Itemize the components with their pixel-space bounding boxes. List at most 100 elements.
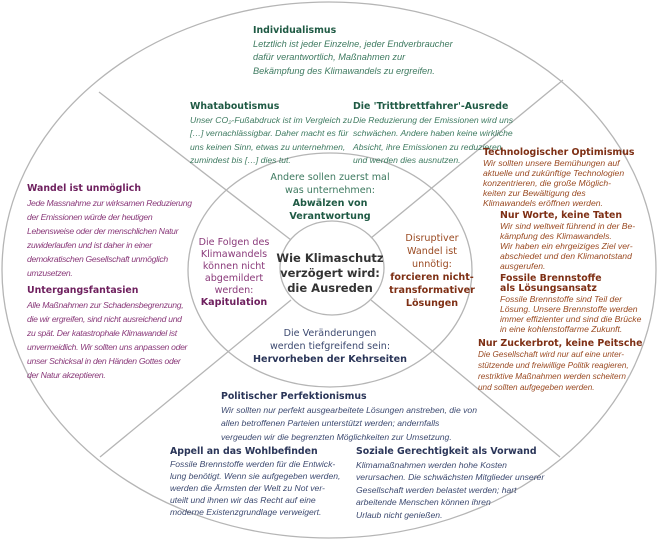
block-title: Nur Worte, keine Taten (500, 210, 623, 221)
text-line: arbeitende Menschen können ihren (356, 497, 491, 507)
block-trittbrettfahrer: Die 'Trittbrettfahrer'-Ausrede Die Reduz… (353, 100, 513, 168)
text-line: werden tiefgreifend sein: (269, 341, 391, 352)
text-line: […] vernachlässigbar. Daher macht es für (190, 128, 349, 139)
text-line: Hervorheben der Kehrseiten (253, 354, 407, 365)
text-line: die wir ergreifen, sind nicht ausreichen… (27, 314, 182, 324)
text-line: und werden dies ausnutzen. (353, 155, 461, 166)
text-lines: Unser CO₂-Fußabdruck ist im Vergleich zu… (190, 114, 352, 168)
text-line: Die Gesellschaft wird nur auf eine unter… (478, 350, 624, 359)
text-line: vergeuden wir die begrenzten Möglichkeit… (221, 431, 452, 442)
text-line: der Emissionen würde der heutigen (27, 212, 153, 222)
text-line: keiten zur Bewältigung des (483, 188, 586, 198)
text-line: Wir sollten unsere Bemühungen auf (483, 158, 620, 168)
divider-top-left (98, 91, 292, 241)
block-title-line2: als Lösungsansatz (500, 283, 597, 294)
text-line: Wir sind weltweit führend in der Be- (500, 221, 636, 231)
block-title: Appell an das Wohlbefinden (170, 446, 318, 457)
text-line: abgemildert (204, 273, 264, 284)
text-line: aktuelle und zukünftige Technologien (483, 168, 625, 178)
text-line: Lösungen (405, 298, 459, 309)
text-line: Alle Maßnahmen zur Schadensbegrenzung, (27, 300, 184, 310)
text-line: der Natur akzeptieren. (27, 370, 106, 380)
text-line: Kapitulation (200, 297, 268, 308)
text-line: lung benötigt. Wenn sie aufgegeben werde… (170, 471, 341, 481)
text-line: verursachen. Die schwächsten Mitglieder … (356, 472, 545, 482)
text-line: allen betroffenen Parteien unterstützt w… (221, 418, 440, 428)
text-line: moderne Existenzgrundlage verweigert. (170, 507, 322, 517)
text-line: Klimawandels eröffnen werden. (483, 198, 603, 208)
block-individualismus: Individualismus Letztlich ist jeder Einz… (253, 24, 453, 78)
text-line: Wir sollten nur perfekt ausgearbeitete L… (221, 404, 477, 415)
text-lines: Jede Massnahme zur wirksamen Reduzierung… (27, 196, 192, 280)
block-title: Politischer Perfektionismus (221, 391, 367, 402)
text-lines: Wir sollten nur perfekt ausgearbeitete L… (221, 404, 477, 445)
block-untergangsfantasien: Untergangsfantasien Alle Maßnahmen zur S… (27, 284, 187, 382)
text-line: unvermeidlich. Wir sollten uns anpassen … (27, 342, 188, 352)
text-line: Urlaub nicht genießen. (356, 509, 443, 520)
text-line: Letztlich ist jeder Einzelne, jeder Endv… (253, 38, 453, 49)
text-line: schwächen. Andere haben keine wirkliche (353, 128, 513, 139)
text-line: transformativer (389, 285, 475, 296)
block-zuckerbrot: Nur Zuckerbrot, keine Peitsche Die Gesel… (478, 338, 642, 393)
middle-ring (187, 152, 473, 388)
text-lines: Die Veränderungen werden tiefgreifend sei… (253, 327, 407, 353)
text-line: unser Schicksal in den Händen Gottes ode… (27, 356, 181, 366)
text-line: immer effizienter und sind die Brücke (500, 314, 642, 324)
block-nur-worte: Nur Worte, keine Taten Wir sind weltweit… (500, 210, 635, 272)
text-line: Gesellschaft werden belastet werden; har… (356, 484, 517, 495)
text-line: Disruptiver (405, 233, 459, 244)
block-title: Die 'Trittbrettfahrer'-Ausrede (353, 101, 509, 112)
block-fossile-brennstoffe: Fossile Brennstoffe als Lösungsansatz Fo… (500, 273, 642, 335)
block-wandel-unmoeglich: Wandel ist unmöglich Jede Massnahme zur … (27, 182, 192, 280)
text-line: Die Reduzierung der Emissionen wird uns (353, 114, 514, 125)
block-technologischer-optimismus: Technologischer Optimismus Wir sollten u… (483, 148, 634, 209)
text-line: was unternehmen: (285, 185, 375, 196)
text-lines: Wir sind weltweit führend in der Be-kämp… (500, 221, 635, 271)
text-line: Absicht, ihre Emissionen zu reduzieren, (353, 141, 504, 152)
text-line: werden: (214, 285, 254, 296)
text-line: Jede Massnahme zur wirksamen Reduzierung (27, 198, 192, 208)
text-lines: Letztlich ist jeder Einzelne, jeder Endv… (253, 38, 453, 79)
text-line: Wie Klimaschutz (276, 251, 384, 265)
text-lines: Fossile Brennstoffe werden für die Entwi… (170, 458, 340, 518)
block-title: Whataboutismus (190, 101, 280, 112)
block-whataboutismus: Whataboutismus Unser CO₂-Fußabdruck ist … (190, 100, 352, 168)
text-line: Die Folgen des (198, 237, 270, 248)
text-line: die Ausreden (287, 281, 373, 295)
text-line: uteilt und ihnen wir das Recht auf eine (170, 495, 316, 505)
text-line: Die Veränderungen (283, 328, 377, 339)
text-line: Wir haben ein ehrgeiziges Ziel ver- (500, 241, 633, 251)
block-title: Fossile Brennstoffe (500, 273, 602, 284)
text-line: konzentrieren, die große Möglich- (483, 178, 612, 188)
text-line: umzusetzen. (27, 268, 73, 278)
inner-circle (279, 220, 385, 316)
text-lines: Die Reduzierung der Emissionen wird uns s… (353, 114, 513, 168)
text-lines: Alle Maßnahmen zur Schadensbegrenzung, di… (27, 298, 187, 382)
text-line: zuwiderlaufen und ist daher in einer (27, 240, 152, 250)
text-line: stützende und freiwillige Politik reagie… (478, 361, 629, 370)
text-line: Bekämpfung des Klimawandels zu ergreifen… (253, 65, 435, 76)
text-line: abschiedet und den Klimanotstand (500, 251, 632, 261)
text-lines: Kapitulation (199, 297, 270, 309)
text-line: verzögert wird: (280, 266, 380, 280)
block-soziale-gerechtigkeit: Soziale Gerechtigkeit als Vorwand Klimam… (356, 446, 544, 521)
ring-kehrseiten: Die Veränderungen werden tiefgreifend sei… (253, 327, 407, 366)
divider-bottom-right (370, 299, 561, 458)
block-politischer-perfektionismus: Politischer Perfektionismus Wir sollten … (221, 390, 477, 444)
text-line: restriktive Maßnahmen werden scheitern (478, 372, 626, 381)
text-line: Lösung. Unsere Brennstoffe werden (500, 304, 638, 314)
text-lines: Hervorheben der Kehrseiten (253, 353, 407, 366)
block-title: Individualismus (253, 25, 337, 36)
divider-bottom-left (99, 299, 292, 458)
